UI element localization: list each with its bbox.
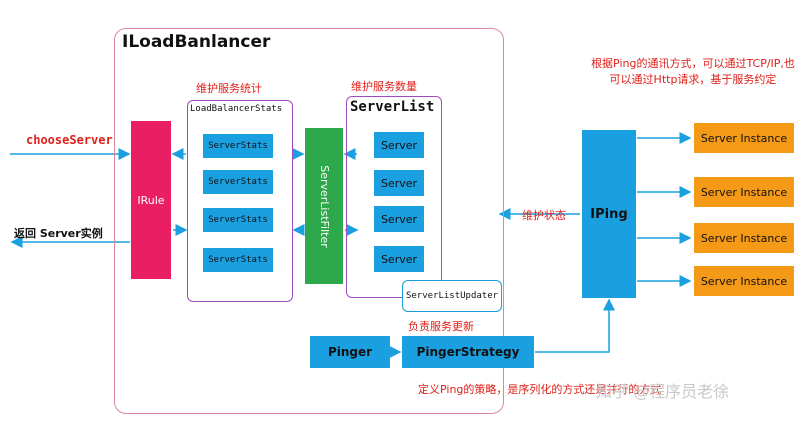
server-stats-1: ServerStats — [203, 134, 273, 158]
lb-stats-box — [187, 100, 293, 302]
watermark: 知乎 @程序员老徐 — [596, 382, 730, 401]
server-list-updater-block: ServerListUpdater — [402, 280, 502, 312]
server-4: Server — [374, 246, 424, 272]
ping-note: 根据Ping的通讯方式，可以通过TCP/IP,也可以通过Http请求，基于服务约… — [591, 57, 795, 86]
server-stats-2: ServerStats — [203, 170, 273, 194]
arrow-strategy-to-iping — [535, 298, 615, 353]
irule-block: IRule — [131, 121, 171, 279]
server-stats-3: ServerStats — [203, 208, 273, 232]
server-instance-1: Server Instance — [694, 123, 794, 153]
iloadbalancer-container — [114, 28, 504, 414]
choose-server-label: chooseServer — [26, 133, 113, 147]
server-list-filter-block: ServerListFilter — [305, 128, 343, 284]
pinger-strategy-block: PingerStrategy — [402, 336, 534, 368]
server-list-box — [346, 96, 442, 298]
return-instance-label: 返回 Server实例 — [14, 227, 103, 240]
lb-stats-title: LoadBalancerStats — [190, 104, 283, 114]
server-list-filter-label: ServerListFilter — [317, 164, 331, 248]
pinger-block: Pinger — [310, 336, 390, 368]
iloadbalancer-title: ILoadBanlancer — [122, 32, 271, 52]
server-2: Server — [374, 170, 424, 196]
server-3: Server — [374, 206, 424, 232]
maintain-status-label: 维护状态 — [522, 209, 566, 222]
server-instance-2: Server Instance — [694, 177, 794, 207]
stats-group-label: 维护服务统计 — [196, 82, 262, 95]
strategy-note: 定义Ping的策略，是序列化的方式还是并行的方式 — [418, 383, 662, 396]
server-stats-4: ServerStats — [203, 248, 273, 272]
server-instance-3: Server Instance — [694, 223, 794, 253]
iping-block: IPing — [582, 130, 636, 298]
servers-group-label: 维护服务数量 — [351, 80, 417, 93]
server-1: Server — [374, 132, 424, 158]
server-list-title: ServerList — [350, 99, 435, 115]
server-instance-4: Server Instance — [694, 266, 794, 296]
updater-note: 负责服务更新 — [408, 320, 474, 333]
